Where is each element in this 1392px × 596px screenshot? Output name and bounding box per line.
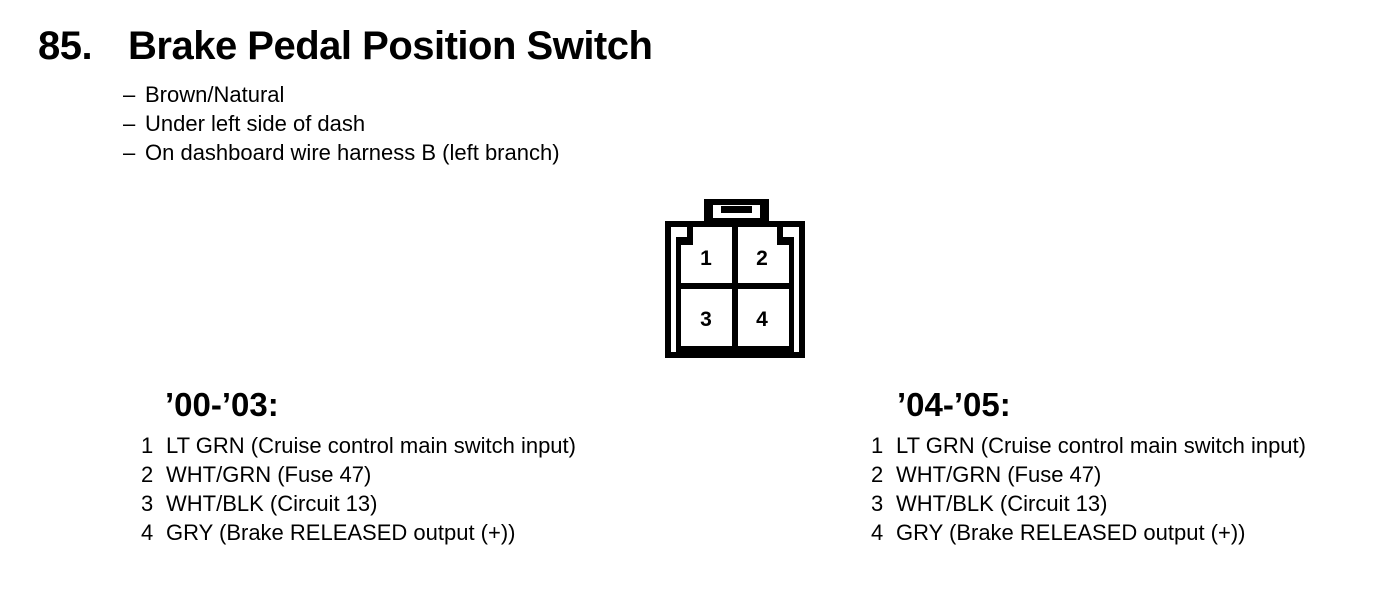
page-title: Brake Pedal Position Switch bbox=[128, 24, 653, 68]
pinout-desc: WHT/BLK (Circuit 13) bbox=[896, 491, 1108, 516]
bullet-dash: – bbox=[123, 140, 136, 165]
pinout-number: 2 bbox=[871, 462, 884, 487]
pin-number-4: 4 bbox=[756, 308, 768, 331]
bullet-item: –On dashboard wire harness B (left branc… bbox=[123, 138, 560, 167]
pinout-number: 1 bbox=[871, 433, 884, 458]
bullet-text: Under left side of dash bbox=[145, 111, 366, 136]
pinout-list-04-05: 1 LT GRN (Cruise control main switch inpu… bbox=[871, 431, 1306, 547]
pinout-row: 3 WHT/BLK (Circuit 13) bbox=[141, 489, 576, 518]
column-header-04-05: ’04-’05: bbox=[897, 386, 1011, 423]
pinout-number: 1 bbox=[141, 433, 154, 458]
pinout-number: 3 bbox=[871, 491, 884, 516]
pin-cavity-4 bbox=[738, 289, 789, 346]
connector-notch-right bbox=[783, 227, 799, 237]
pinout-row: 3 WHT/BLK (Circuit 13) bbox=[871, 489, 1306, 518]
pinout-number: 3 bbox=[141, 491, 154, 516]
connector-notch-left bbox=[671, 227, 687, 237]
bullet-list: –Brown/Natural –Under left side of dash … bbox=[123, 80, 560, 167]
pin-cavity-3 bbox=[681, 289, 732, 346]
column-header-00-03: ’00-’03: bbox=[165, 386, 279, 423]
bullet-dash: – bbox=[123, 111, 136, 136]
bullet-dash: – bbox=[123, 82, 136, 107]
pinout-number: 4 bbox=[141, 520, 154, 545]
pinout-number: 4 bbox=[871, 520, 884, 545]
pin-number-3: 3 bbox=[700, 308, 712, 331]
pinout-row: 2 WHT/GRN (Fuse 47) bbox=[141, 460, 576, 489]
pinout-row: 4 GRY (Brake RELEASED output (+)) bbox=[871, 518, 1306, 547]
pin-cavity-1 bbox=[681, 227, 732, 283]
pinout-desc: WHT/GRN (Fuse 47) bbox=[166, 462, 372, 487]
section-number: 85. bbox=[38, 24, 93, 68]
pinout-desc: WHT/BLK (Circuit 13) bbox=[166, 491, 378, 516]
pinout-number: 2 bbox=[141, 462, 154, 487]
bullet-item: –Brown/Natural bbox=[123, 80, 560, 109]
pinout-desc: LT GRN (Cruise control main switch input… bbox=[166, 433, 576, 458]
pin-cavity-2 bbox=[738, 227, 789, 283]
pin-number-2: 2 bbox=[756, 247, 768, 270]
pinout-row: 1 LT GRN (Cruise control main switch inpu… bbox=[141, 431, 576, 460]
connector-diagram: 1 2 3 4 bbox=[665, 199, 805, 358]
pinout-desc: WHT/GRN (Fuse 47) bbox=[896, 462, 1102, 487]
pinout-desc: GRY (Brake RELEASED output (+)) bbox=[896, 520, 1246, 545]
pinout-row: 2 WHT/GRN (Fuse 47) bbox=[871, 460, 1306, 489]
pinout-desc: GRY (Brake RELEASED output (+)) bbox=[166, 520, 516, 545]
bullet-text: On dashboard wire harness B (left branch… bbox=[145, 140, 560, 165]
bullet-item: –Under left side of dash bbox=[123, 109, 560, 138]
connector-latch-slot bbox=[721, 206, 752, 213]
bullet-text: Brown/Natural bbox=[145, 82, 285, 107]
pinout-row: 4 GRY (Brake RELEASED output (+)) bbox=[141, 518, 576, 547]
pinout-list-00-03: 1 LT GRN (Cruise control main switch inpu… bbox=[141, 431, 576, 547]
pin-number-1: 1 bbox=[700, 247, 712, 270]
pinout-row: 1 LT GRN (Cruise control main switch inpu… bbox=[871, 431, 1306, 460]
pinout-desc: LT GRN (Cruise control main switch input… bbox=[896, 433, 1306, 458]
